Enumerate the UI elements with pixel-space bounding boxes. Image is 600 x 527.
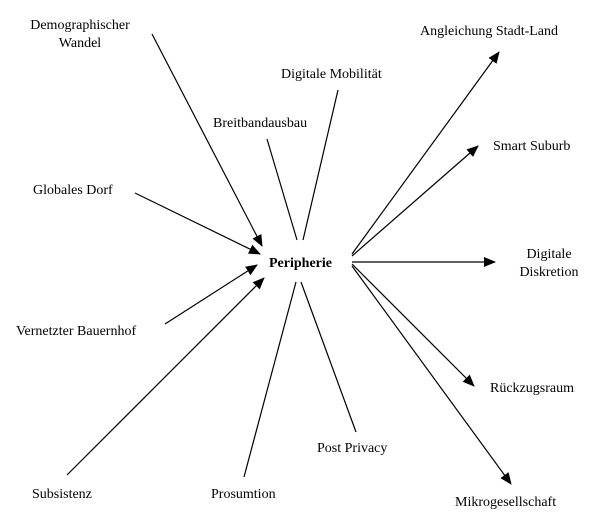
label-prosumtion: Prosumtion	[211, 487, 276, 502]
arrow-rueckzugsraum	[351, 263, 475, 387]
label-digitale-diskretion: Digitale Diskretion	[519, 247, 579, 280]
label-globales-dorf: Globales Dorf	[33, 183, 113, 198]
arrow-vernetzter-bauernhof	[164, 264, 258, 325]
label-mikrogesellschaft: Mikrogesellschaft	[455, 495, 557, 510]
arrow-angleichung	[351, 51, 500, 255]
line-prosumtion	[243, 281, 297, 478]
label-smart-suburb: Smart Suburb	[493, 139, 571, 154]
center-node-label: Peripherie	[269, 256, 332, 271]
line-digitale-mobilitaet	[302, 89, 339, 241]
label-post-privacy: Post Privacy	[317, 441, 388, 456]
arrow-demographischer-wandel	[151, 33, 263, 247]
arrow-globales-dorf	[134, 192, 261, 255]
label-angleichung-stadt-land: Angleichung Stadt-Land	[420, 24, 559, 39]
label-vernetzter-bauernhof: Vernetzter Bauernhof	[16, 324, 137, 339]
arrow-mikrogesellschaft	[351, 265, 512, 485]
label-digitale-mobilitaet: Digitale Mobilität	[281, 67, 382, 82]
line-breitbandausbau	[266, 138, 298, 241]
label-rueckzugsraum: Rückzugsraum	[490, 381, 574, 396]
arrow-smart-suburb	[351, 145, 479, 257]
arrow-subsistenz	[66, 277, 265, 476]
line-post-privacy	[300, 281, 357, 433]
label-subsistenz: Subsistenz	[32, 487, 92, 502]
label-demographischer-wandel: Demographischer Wandel	[30, 18, 130, 51]
label-breitbandausbau: Breitbandausbau	[213, 116, 308, 131]
